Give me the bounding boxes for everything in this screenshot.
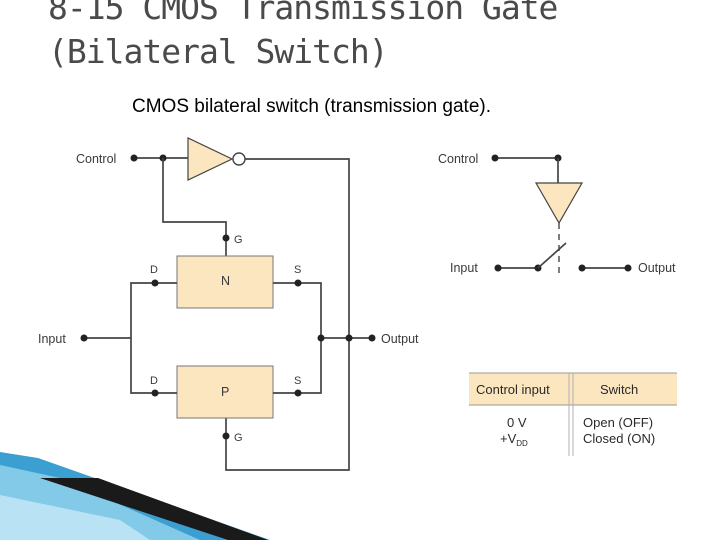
output-label: Output (381, 332, 419, 346)
switch-blade (537, 242, 567, 269)
buffer-triangle (534, 182, 584, 225)
n-transistor-box (176, 255, 274, 309)
p-transistor-label: P (221, 385, 229, 399)
table-header-control: Control input (476, 382, 550, 397)
slide-title: 8-15 CMOS Transmission Gate (Bilateral S… (48, 0, 558, 74)
right-output-label: Output (638, 261, 676, 275)
right-output-terminal (624, 264, 632, 272)
n-gate-label: G (234, 234, 243, 246)
right-control-label: Control (438, 152, 478, 166)
right-input-terminal (494, 264, 502, 272)
output-terminal (368, 334, 376, 342)
p-transistor-box (176, 365, 274, 419)
p-gate-terminal (222, 432, 230, 440)
p-drain-label: D (150, 375, 158, 387)
inverter-bubble (232, 152, 246, 166)
inverter-symbol (187, 137, 234, 181)
p-gate-label: G (234, 432, 243, 444)
right-control-terminal (491, 154, 499, 162)
table-row1-control: 0 V (507, 415, 527, 430)
n-source-label: S (294, 264, 301, 276)
vdd-subscript: DD (516, 439, 528, 448)
junction-output-2 (345, 334, 353, 342)
vdd-main: +V (500, 431, 517, 446)
control-terminal (130, 154, 138, 162)
switch-contact (578, 264, 586, 272)
n-drain-terminal (151, 279, 159, 287)
n-transistor-label: N (221, 274, 230, 288)
n-drain-label: D (150, 264, 158, 276)
table-row2-control: +VDD (500, 431, 528, 448)
left-circuit: Control Input Output N P D S G D S G (38, 137, 419, 471)
n-gate-terminal (222, 234, 230, 242)
p-drain-terminal (151, 389, 159, 397)
table-row2-switch: Closed (ON) (583, 431, 655, 446)
p-source-label: S (294, 375, 301, 387)
control-label: Control (76, 152, 116, 166)
switch-symbol: Control Input Output (438, 152, 676, 278)
input-terminal (80, 334, 88, 342)
n-source-terminal (294, 279, 302, 287)
input-label: Input (38, 332, 66, 346)
truth-table: Control input Switch 0 V +VDD Open (OFF)… (469, 372, 677, 456)
title-line-2: (Bilateral Switch) (48, 32, 389, 71)
decorative-swoosh (0, 452, 270, 540)
p-source-terminal (294, 389, 302, 397)
right-input-label: Input (450, 261, 478, 275)
wire-inverter-pgate (225, 158, 350, 471)
table-row1-switch: Open (OFF) (583, 415, 653, 430)
junction-output (317, 334, 325, 342)
swoosh-pale (0, 495, 150, 540)
slide-subtitle: CMOS bilateral switch (transmission gate… (132, 96, 491, 117)
swoosh-black (40, 478, 268, 540)
title-line-1: 8-15 CMOS Transmission Gate (48, 0, 558, 27)
table-header-switch: Switch (600, 382, 638, 397)
